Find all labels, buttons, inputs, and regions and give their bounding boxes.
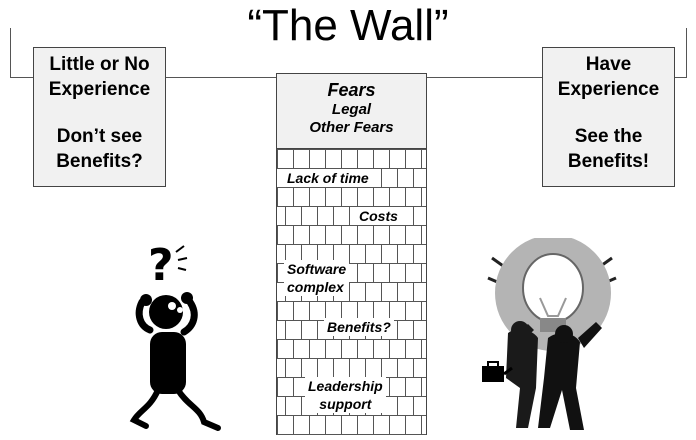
no-experience-line1: Little or No bbox=[49, 54, 150, 75]
wall-label-leadership: Leadership support bbox=[305, 377, 386, 413]
wall-label-benefits: Benefits? bbox=[324, 318, 394, 336]
right-bracket-line bbox=[686, 28, 687, 78]
wall-label-software-line2: complex bbox=[287, 278, 347, 296]
page-title: “The Wall” bbox=[247, 1, 449, 50]
fears-heading: Fears bbox=[327, 80, 376, 100]
brick-pattern bbox=[277, 149, 426, 435]
wall-label-leadership-line2: support bbox=[308, 395, 383, 413]
businessmen-lightbulb-icon bbox=[478, 235, 628, 435]
fears-legal: Legal bbox=[331, 101, 372, 118]
fears-box: Fears Legal Other Fears bbox=[276, 73, 427, 149]
wall-label-costs: Costs bbox=[356, 207, 401, 225]
brick-wall bbox=[276, 149, 427, 435]
have-experience-line1: Have bbox=[585, 54, 632, 75]
no-experience-line4: Benefits? bbox=[56, 151, 143, 172]
have-experience-line2: Experience bbox=[557, 79, 660, 100]
left-bracket-line bbox=[10, 28, 11, 78]
have-experience-line4: Benefits! bbox=[567, 151, 650, 172]
have-experience-line3: See the bbox=[574, 126, 643, 147]
no-experience-box: Little or No Experience Don’t see Benefi… bbox=[33, 47, 166, 187]
wall-label-lack-of-time: Lack of time bbox=[284, 169, 372, 187]
svg-text:?: ? bbox=[148, 240, 174, 291]
wall-label-leadership-line1: Leadership bbox=[308, 377, 383, 395]
wall-label-software-line1: Software bbox=[287, 260, 347, 278]
no-experience-line2: Experience bbox=[48, 79, 151, 100]
fears-other: Other Fears bbox=[309, 119, 394, 136]
wall-label-software: Software complex bbox=[284, 260, 350, 296]
no-experience-line3: Don’t see bbox=[56, 126, 143, 147]
have-experience-box: Have Experience See the Benefits! bbox=[542, 47, 675, 187]
confused-person-icon: ? bbox=[120, 240, 230, 435]
